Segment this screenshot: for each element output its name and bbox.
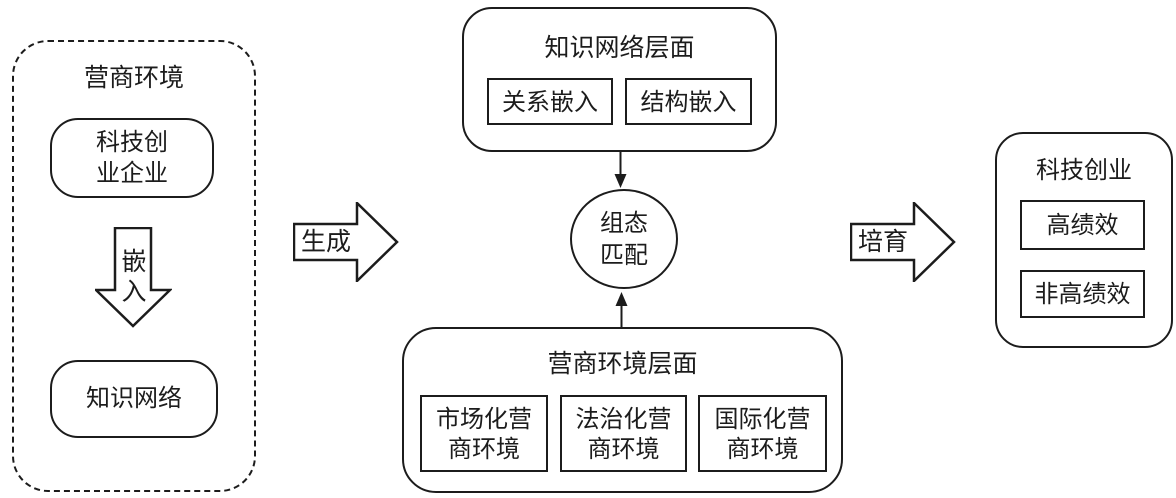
internationalized-environment-box: 国际化营 商环境 (698, 395, 827, 472)
relational-embedding-box: 关系嵌入 (487, 78, 613, 125)
top-connector-down-arrow (614, 151, 627, 188)
law-based-environment-box: 法治化营 商环境 (560, 395, 687, 472)
embed-down-arrow-icon (95, 227, 172, 328)
business-environment-group-title: 营商环境 (83, 63, 184, 92)
structural-embedding-box: 结构嵌入 (625, 78, 752, 125)
tech-entrepreneurship-title: 科技创业 (1036, 156, 1132, 184)
configurational-match-node: 组态 匹配 (570, 189, 678, 289)
knowledge-network-layer-title: 知识网络层面 (544, 33, 695, 62)
business-environment-layer-title: 营商环境层面 (547, 349, 698, 378)
cultivate-arrow-label: 培育 (857, 226, 908, 256)
tech-startup-enterprise-node: 科技创 业企业 (50, 118, 214, 198)
bottom-connector-up-arrow (615, 292, 628, 329)
knowledge-network-node: 知识网络 (50, 360, 218, 438)
generate-right-arrow-icon (293, 202, 399, 282)
non-high-performance-box: 非高绩效 (1020, 270, 1145, 318)
cultivate-right-arrow-icon (850, 202, 956, 282)
generate-arrow-label: 生成 (300, 226, 351, 256)
marketized-environment-box: 市场化营 商环境 (420, 395, 548, 472)
high-performance-box: 高绩效 (1020, 200, 1145, 250)
embed-arrow-label: 嵌 入 (121, 247, 147, 306)
